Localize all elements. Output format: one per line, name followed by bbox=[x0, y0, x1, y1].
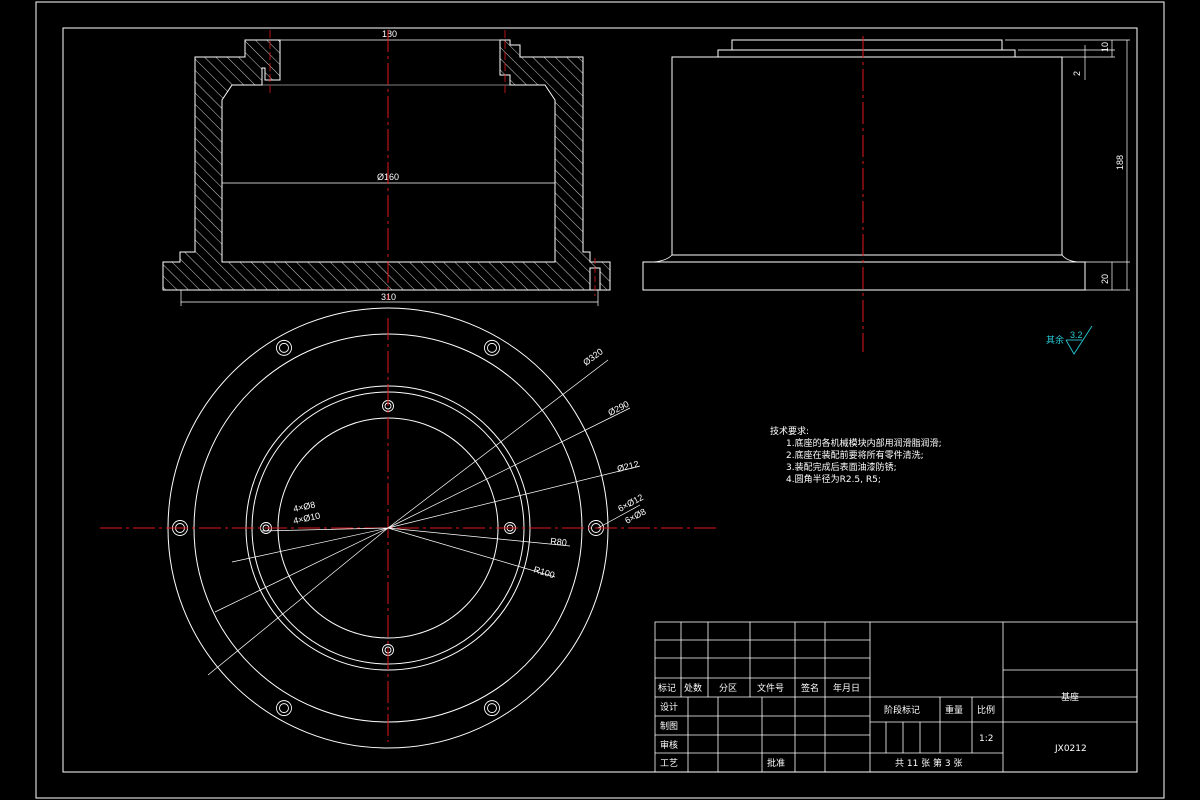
dim-inner-holes-a-label: 4×Ø8 bbox=[292, 500, 316, 514]
dim-10-label: 10 bbox=[1100, 42, 1110, 52]
tb-part-name: 基座 bbox=[1061, 691, 1079, 703]
dim-outer-label: Ø290 bbox=[606, 399, 630, 418]
dim-180-label: 180 bbox=[382, 29, 397, 39]
tb-approve: 批准 bbox=[767, 757, 785, 769]
side-fillet bbox=[649, 254, 1081, 263]
side-top-step bbox=[717, 49, 1016, 58]
inner-frame bbox=[62, 27, 1138, 773]
section-hatched-wall bbox=[162, 39, 611, 291]
side-view bbox=[642, 39, 1086, 291]
tb-header-date: 年月日 bbox=[833, 682, 860, 694]
leader-inner-holes bbox=[261, 527, 389, 532]
flange-hole-2 bbox=[484, 339, 500, 356]
leader-shoulder bbox=[387, 465, 641, 529]
dim-310-label: 310 bbox=[381, 292, 396, 302]
leader-holes bbox=[597, 504, 641, 529]
side-base-flange bbox=[642, 261, 1086, 291]
dim-bcd-label: Ø320 bbox=[581, 346, 605, 367]
dim-r100-label: R100 bbox=[532, 564, 555, 580]
tb-row-draft: 制图 bbox=[660, 720, 678, 732]
tb-header-sign: 签名 bbox=[801, 682, 819, 694]
side-body bbox=[671, 56, 1063, 256]
hole-circle bbox=[487, 703, 497, 714]
dim-188-label: 188 bbox=[1115, 155, 1125, 170]
tb-weight-label: 重量 bbox=[945, 704, 963, 716]
tb-header-count: 处数 bbox=[684, 682, 702, 694]
leader-diag-a bbox=[207, 527, 389, 676]
flange-hole-3 bbox=[276, 339, 292, 356]
tb-scale-label: 比例 bbox=[977, 704, 995, 716]
surface-finish-value: 3.2 bbox=[1070, 330, 1083, 340]
flange-hole-5 bbox=[276, 700, 292, 717]
leader-r100 bbox=[387, 527, 556, 578]
side-dimensions bbox=[1005, 39, 1130, 291]
title-block bbox=[654, 621, 1138, 773]
flange-hole-6 bbox=[484, 700, 500, 717]
section-view bbox=[162, 39, 611, 291]
leader-diag-c bbox=[214, 527, 389, 613]
hole-circle bbox=[276, 700, 292, 717]
leader-r80 bbox=[387, 527, 571, 547]
tb-stage-label: 阶段标记 bbox=[884, 704, 920, 716]
dim-r80-label: R80 bbox=[550, 536, 567, 548]
tech-req-item-4: 4.圆角半径为R2.5, R5; bbox=[786, 473, 881, 485]
dim-20-label: 20 bbox=[1100, 274, 1110, 284]
tb-drawing-no: JX0212 bbox=[1054, 744, 1087, 754]
tech-req-item-1: 1.底座的各机械模块内部用润滑脂润滑; bbox=[786, 437, 942, 449]
tech-req-title: 技术要求: bbox=[770, 425, 809, 437]
tb-row-check: 审核 bbox=[660, 739, 678, 751]
tb-header-zone: 分区 bbox=[719, 683, 737, 694]
hole-circle bbox=[279, 703, 289, 714]
hole-circle bbox=[279, 342, 289, 353]
tb-header-mark: 标记 bbox=[658, 682, 676, 694]
surface-finish-icon bbox=[1065, 325, 1093, 355]
tb-row-process: 工艺 bbox=[660, 758, 678, 769]
tb-scale-value: 1:2 bbox=[979, 734, 993, 744]
hole-circle bbox=[487, 342, 497, 353]
leader-bcd bbox=[387, 359, 609, 529]
hole-circle bbox=[484, 339, 500, 356]
leader-diag-b bbox=[231, 527, 389, 563]
plan-leaders bbox=[207, 359, 641, 676]
hole-circle bbox=[484, 700, 500, 717]
tech-req-item-2: 2.底座在装配前要将所有零件清洗; bbox=[786, 449, 924, 461]
surface-finish-label: 其余 bbox=[1046, 334, 1064, 346]
side-top-plate bbox=[731, 39, 1003, 51]
tb-header-docno: 文件号 bbox=[757, 682, 784, 694]
leader-outer bbox=[387, 407, 631, 529]
dim-2-label: 2 bbox=[1072, 71, 1082, 76]
outer-frame bbox=[35, 1, 1165, 799]
dim-shoulder-label: Ø212 bbox=[616, 459, 640, 474]
hole-circle bbox=[276, 339, 292, 356]
tb-row-design: 设计 bbox=[660, 701, 678, 713]
tb-sheet-info: 共 11 张 第 3 张 bbox=[895, 757, 962, 769]
tech-req-item-3: 3.装配完成后表面油漆防锈; bbox=[786, 461, 897, 473]
